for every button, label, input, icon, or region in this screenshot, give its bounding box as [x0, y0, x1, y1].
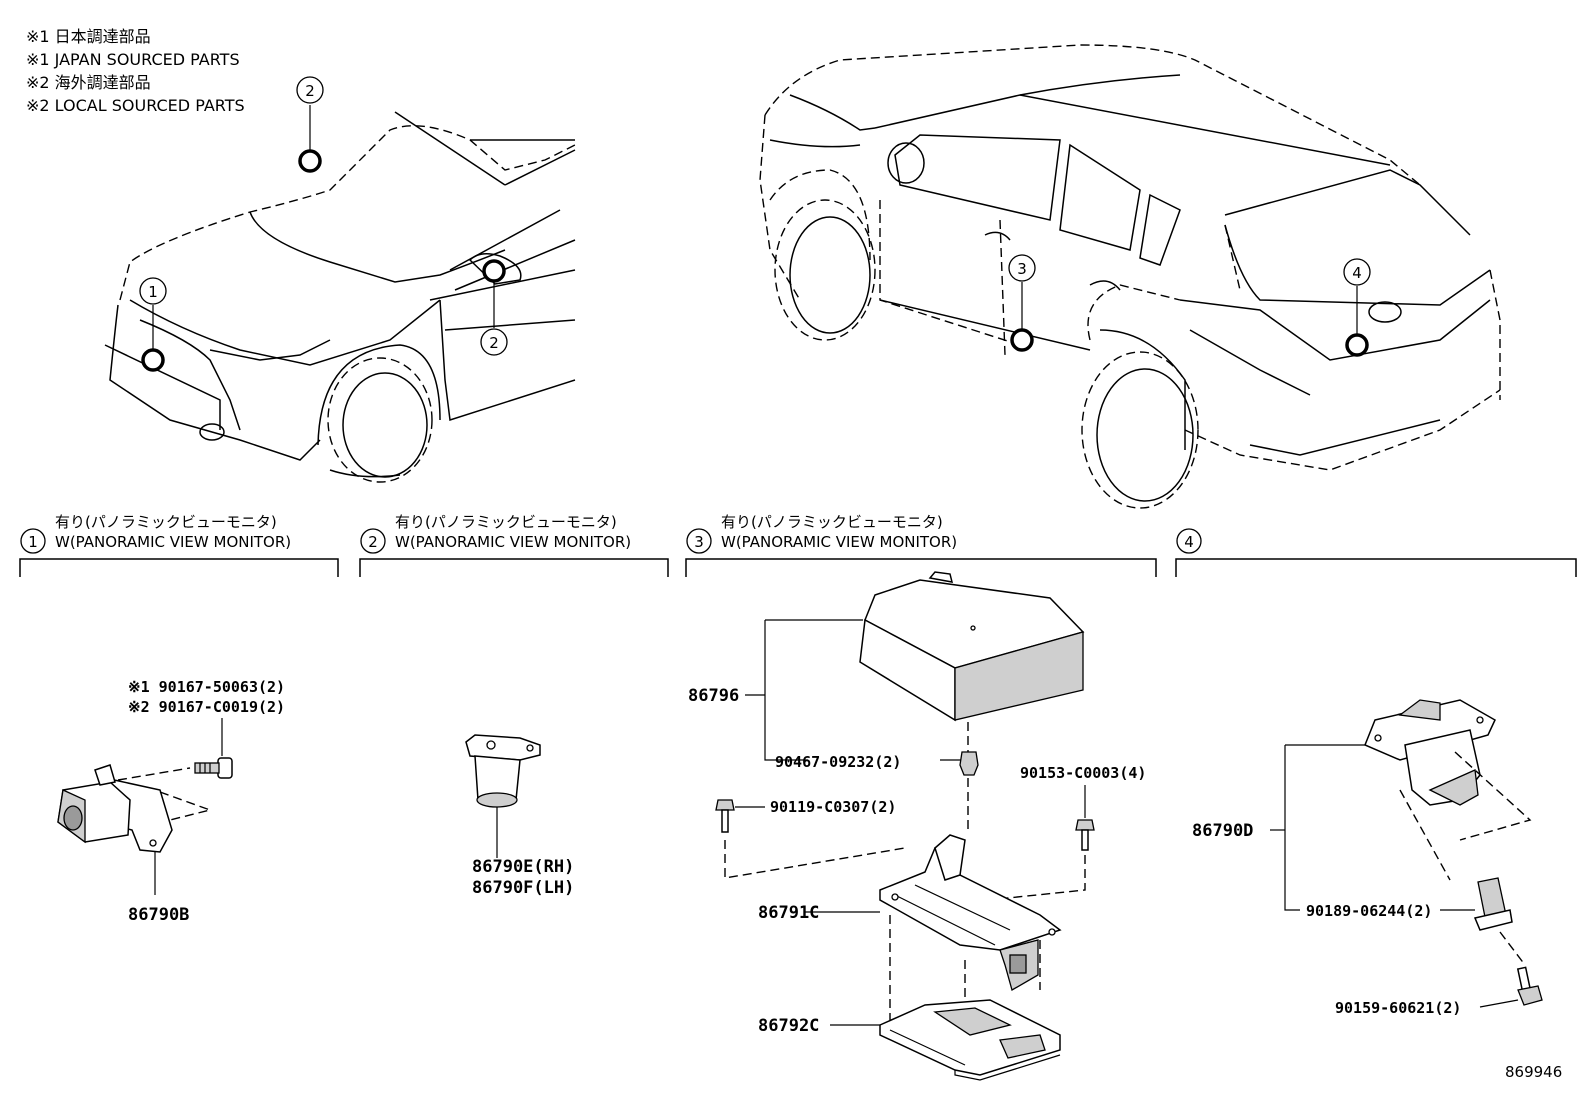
- section-3-parts: 86796 90467-09232(2) 90153-C0003(4) 9011…: [688, 571, 1146, 1081]
- rear-camera-icon: [1364, 699, 1496, 806]
- callout-label: 3: [1017, 260, 1027, 278]
- callout-2-mirror: [480, 328, 508, 356]
- part-number-upper-bracket: 86791C: [758, 903, 819, 923]
- callout-3-rear-door: [1008, 254, 1036, 282]
- ecu-marker: [1010, 328, 1034, 352]
- callout-label: 4: [1352, 264, 1362, 282]
- clip-icon: [1473, 877, 1513, 931]
- front-callouts: 2 1 2: [139, 76, 508, 372]
- front-camera-marker: [141, 348, 165, 372]
- upper-bracket-icon: [879, 834, 1062, 991]
- callout-label: 1: [148, 283, 158, 301]
- part-number-bracket-screw: 90153-C0003(4): [1020, 764, 1146, 782]
- screw-icon: [1516, 966, 1543, 1006]
- section-title-jp: 有り(パノラミックビューモニタ): [395, 513, 617, 531]
- screw-icon: [194, 757, 233, 779]
- ecu-box-icon: [859, 571, 1085, 722]
- note-local-jp: ※2 海外調達部品: [26, 73, 151, 92]
- part-number-rear-camera: 86790D: [1192, 821, 1253, 841]
- diagram-id: 869946: [1505, 1063, 1562, 1081]
- section-title-en: W(PANORAMIC VIEW MONITOR): [721, 533, 957, 551]
- part-number-lower-bracket: 86792C: [758, 1016, 819, 1036]
- note-japan-en: ※1 JAPAN SOURCED PARTS: [26, 50, 240, 69]
- section-2-header: 2 有り(パノラミックビューモニタ) W(PANORAMIC VIEW MONI…: [359, 513, 669, 577]
- callout-2-windshield: [296, 76, 324, 104]
- lower-bracket-icon: [879, 999, 1061, 1081]
- section-1-header: 1 有り(パノラミックビューモニタ) W(PANORAMIC VIEW MONI…: [19, 513, 339, 577]
- screw-icon: [1075, 819, 1095, 851]
- callout-label: 2: [305, 82, 315, 100]
- section-1-parts: ※1 90167-50063(2) ※2 90167-C0019(2) 8679…: [57, 678, 285, 925]
- note-japan-jp: ※1 日本調達部品: [26, 27, 151, 46]
- callout-label: 2: [489, 334, 499, 352]
- section-number: 3: [694, 533, 704, 551]
- side-camera-icon: [465, 734, 541, 808]
- part-number-ecu: 86796: [688, 686, 739, 706]
- part-number-front-camera: 86790B: [128, 905, 189, 925]
- section-title-jp: 有り(パノラミックビューモニタ): [55, 513, 277, 531]
- section-title-en: W(PANORAMIC VIEW MONITOR): [395, 533, 631, 551]
- callout-4-rear-gate: [1343, 258, 1371, 286]
- section-title-jp: 有り(パノラミックビューモニタ): [721, 513, 943, 531]
- rear-camera-marker: [1345, 333, 1369, 357]
- sourcing-notes: ※1 日本調達部品 ※1 JAPAN SOURCED PARTS ※2 海外調達…: [26, 27, 245, 115]
- section-number: 4: [1184, 533, 1194, 551]
- windshield-camera-marker: [298, 149, 322, 173]
- rear-vehicle-illustration: [759, 44, 1501, 509]
- part-number-rear-clip: 90189-06244(2): [1306, 902, 1432, 920]
- rear-callouts: 3 4: [1008, 254, 1371, 357]
- screw-icon: [715, 799, 735, 833]
- note-local-en: ※2 LOCAL SOURCED PARTS: [26, 96, 245, 115]
- part-number-screw-japan: ※1 90167-50063(2): [128, 678, 285, 696]
- part-number-screw-local: ※2 90167-C0019(2): [128, 698, 285, 716]
- section-4-header: 4: [1175, 528, 1577, 577]
- section-number: 2: [368, 533, 378, 551]
- part-number-side-camera-rh: 86790E(RH): [472, 857, 574, 877]
- mirror-camera-marker: [482, 259, 506, 283]
- section-title-en: W(PANORAMIC VIEW MONITOR): [55, 533, 291, 551]
- part-number-ecu-nut: 90467-09232(2): [775, 753, 901, 771]
- part-number-rear-screw: 90159-60621(2): [1335, 999, 1461, 1017]
- front-vehicle-illustration: [104, 111, 576, 483]
- part-number-ecu-screw: 90119-C0307(2): [770, 798, 896, 816]
- section-3-header: 3 有り(パノラミックビューモニタ) W(PANORAMIC VIEW MONI…: [685, 513, 1157, 577]
- section-number: 1: [28, 533, 38, 551]
- section-2-parts: 86790E(RH) 86790F(LH): [465, 734, 574, 898]
- front-camera-icon: [57, 764, 173, 853]
- part-number-side-camera-lh: 86790F(LH): [472, 878, 574, 898]
- section-4-parts: 86790D 90189-06244(2) 90159-60621(2): [1192, 699, 1543, 1017]
- nut-icon: [959, 751, 979, 776]
- callout-1-grille: [139, 277, 167, 305]
